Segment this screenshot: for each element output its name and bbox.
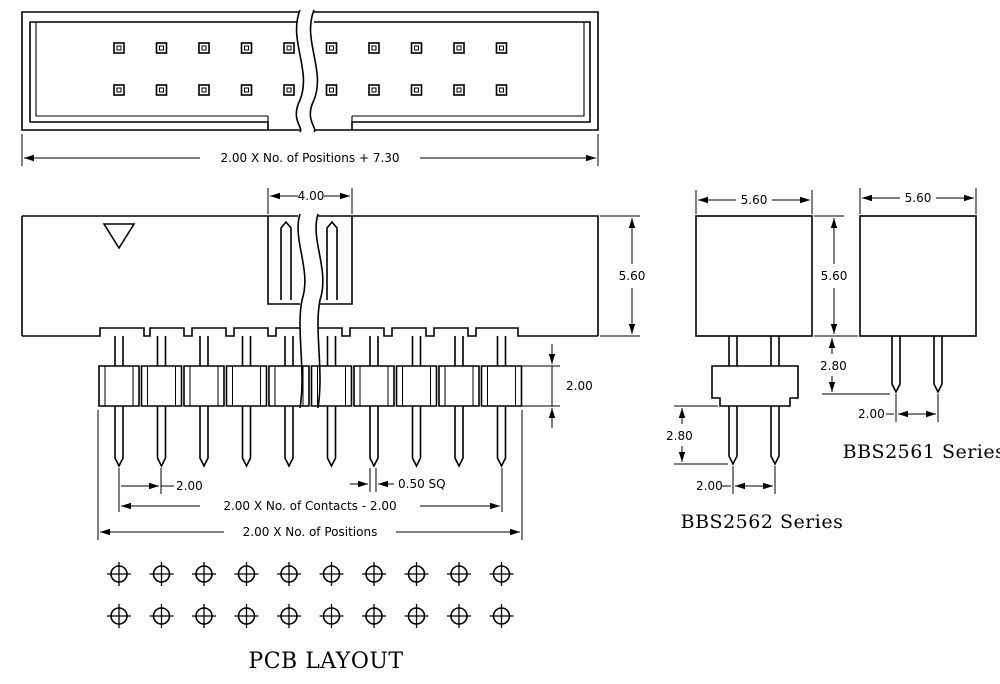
header-pin [225,336,268,468]
bbs2562-height-label: 5.60 [821,269,848,283]
bbs2562-width-dimension: 5.60 [695,190,813,214]
contact-hole [410,42,423,54]
pcb-hole [107,604,131,628]
pcb-hole [489,604,514,628]
bbs2562-pitch-label: 2.00 [696,479,723,493]
pcb-hole [362,562,386,586]
pcb-layout-title: PCB LAYOUT [248,649,403,674]
header-pin [183,336,225,468]
header-pin [268,336,310,468]
pcb-layout-holes [107,562,514,628]
contact-hole [113,42,125,54]
contact-hole [368,42,380,54]
pcb-hole [277,604,301,628]
bbs2561-tail-label: 2.80 [820,359,847,373]
pcb-hole [319,604,344,628]
pcb-hole [404,604,429,628]
pcb-hole [192,604,216,628]
height-label: 5.60 [619,269,646,283]
header-pin [438,336,480,468]
bbs2562-tail-dimension: 2.80 [666,405,728,465]
header-pin [140,336,183,468]
contact-hole [325,84,338,96]
bbs2561-pitch-dimension: 2.00 [858,394,939,422]
bbs2561-series-label: BBS2561 Series [843,441,1000,463]
top-view [21,9,599,133]
header-pin [353,336,395,468]
polarization-gap-label: 4.00 [298,189,325,203]
contact-hole [198,42,210,54]
bbs2561-width-dimension: 5.60 [859,188,977,214]
pcb-hole [149,562,174,586]
polarization-triangle [102,223,136,250]
contact-hole [155,84,168,96]
pcb-hole [149,604,174,628]
bbs2561-width-label: 5.60 [905,191,932,205]
row-pitch-label: 2.00 [566,379,593,393]
bbs2561-tail-dimension: 2.80 [820,335,890,395]
side-view [21,213,599,468]
contact-hole [240,84,253,96]
bbs2562-series-label: BBS2562 Series [681,511,844,533]
pcb-hole [107,562,131,586]
header-pin [310,336,353,468]
contact-hole [240,42,253,54]
contact-hole [453,42,465,54]
contact-hole [113,84,125,96]
top-view-contact-holes [113,42,508,96]
pcb-hole [447,604,471,628]
bbs2562-width-label: 5.60 [741,193,768,207]
pcb-hole [362,604,386,628]
bbs2562-height-dimension: 5.60 [814,215,848,337]
bbs2561-pitch-label: 2.00 [858,407,885,421]
contact-hole [495,84,508,96]
header-pin [395,336,438,468]
bbs2562-tail-label: 2.80 [666,429,693,443]
contact-hole [155,42,168,54]
pcb-hole [234,562,259,586]
pin-size-dimension: 0.50 SQ [350,468,446,492]
contact-hole [198,84,210,96]
contact-hole [495,42,508,54]
contacts-span-dimension: 2.00 X No. of Contacts - 2.00 [118,468,503,513]
contact-hole [453,84,465,96]
side-view-pins [98,336,523,468]
contact-hole [283,84,295,96]
pcb-hole [234,604,259,628]
height-dimension: 5.60 [600,215,646,337]
pcb-hole [489,562,514,586]
bbs2562-view [695,215,813,466]
overall-length-dimension: 2.00 X No. of Positions + 7.30 [21,134,599,166]
row-pitch-dimension: 2.00 [522,344,593,428]
contact-hole [325,42,338,54]
pcb-hole [447,562,471,586]
header-pin [98,336,140,468]
bbs2561-view [859,215,977,394]
contact-hole [410,84,423,96]
bbs2562-pitch-dimension: 2.00 [696,466,776,494]
pin-pitch-dimension: 2.00 [118,468,203,494]
header-pin [480,336,523,468]
pcb-hole [404,562,429,586]
overall-length-label: 2.00 X No. of Positions + 7.30 [220,151,399,165]
pin-pitch-label: 2.00 [176,479,203,493]
contact-hole [283,42,295,54]
positions-span-label: 2.00 X No. of Positions [243,525,378,539]
contacts-span-label: 2.00 X No. of Contacts - 2.00 [223,499,396,513]
pcb-hole [277,562,301,586]
contact-hole [368,84,380,96]
pin-size-label: 0.50 SQ [398,477,446,491]
positions-span-dimension: 2.00 X No. of Positions [97,410,523,540]
polarization-gap-dimension: 4.00 [267,188,353,214]
pcb-hole [319,562,344,586]
pcb-hole [192,562,216,586]
